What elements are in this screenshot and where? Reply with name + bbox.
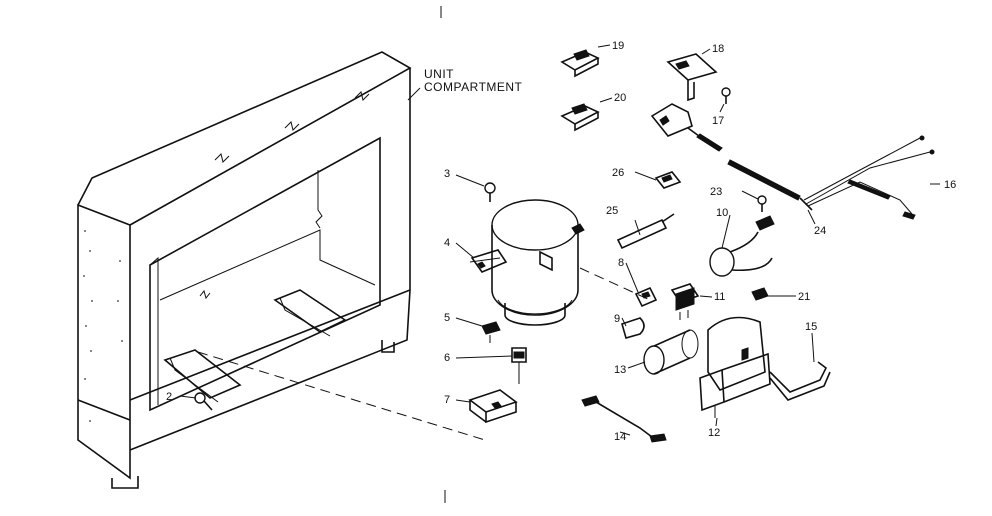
label-unit-line1: UNIT xyxy=(424,67,454,81)
label-part-2: 2 xyxy=(166,391,172,403)
label-part-18: 18 xyxy=(712,43,724,55)
label-part-25: 25 xyxy=(606,205,618,217)
label-part-4: 4 xyxy=(444,237,450,249)
part-14-lead-wire xyxy=(581,395,667,443)
label-unit-line2: COMPARTMENT xyxy=(424,80,523,94)
part-13-start-capacitor xyxy=(643,329,699,375)
part-10-capacitor xyxy=(709,215,775,277)
part-6-clip xyxy=(511,347,527,384)
mounting-guide-line xyxy=(197,351,486,441)
labels: UNIT COMPARTMENT 2 3 4 5 6 7 8 9 10 11 1… xyxy=(166,40,956,443)
label-part-19: 19 xyxy=(612,40,624,52)
part-26-clip xyxy=(654,171,682,189)
part-9-clamp xyxy=(621,317,645,339)
label-part-17: 17 xyxy=(712,115,724,127)
part-5-grommet xyxy=(481,321,501,343)
label-part-9: 9 xyxy=(614,313,620,325)
label-part-15: 15 xyxy=(805,321,817,333)
label-part-8: 8 xyxy=(618,257,624,269)
part-12-cover xyxy=(699,316,771,418)
part-4-bracket xyxy=(470,249,508,273)
part-17-screw xyxy=(721,87,731,104)
label-part-14: 14 xyxy=(614,431,626,443)
part-11-relay-block xyxy=(670,283,700,320)
label-part-6: 6 xyxy=(444,352,450,364)
part-15-bracket-wire xyxy=(769,361,831,401)
label-part-12: 12 xyxy=(708,427,720,439)
part-18-bracket xyxy=(666,53,718,102)
part-24-wiring-harness xyxy=(727,135,935,220)
compressor xyxy=(469,199,585,326)
part-19-relay xyxy=(560,49,600,78)
part-25-capacitor-tube xyxy=(616,213,675,250)
label-part-13: 13 xyxy=(614,364,626,376)
part-8-clip xyxy=(634,286,658,308)
label-part-24: 24 xyxy=(814,225,826,237)
label-part-5: 5 xyxy=(444,312,450,324)
mounting-guide-line xyxy=(579,267,651,301)
leader-lines xyxy=(179,44,940,436)
label-part-23: 23 xyxy=(710,186,722,198)
label-part-10: 10 xyxy=(716,207,728,219)
part-20-overload xyxy=(560,103,600,132)
label-part-16: 16 xyxy=(944,179,956,191)
label-part-21: 21 xyxy=(798,291,810,303)
part-3-screw xyxy=(484,182,496,202)
unit-compartment-housing xyxy=(77,51,421,489)
label-part-7: 7 xyxy=(444,394,450,406)
part-23-screw xyxy=(757,195,767,212)
part-7-mount-bracket xyxy=(468,389,518,424)
label-part-20: 20 xyxy=(614,92,626,104)
label-part-11: 11 xyxy=(714,291,725,303)
power-cord-plug xyxy=(650,103,723,152)
label-part-26: 26 xyxy=(612,167,624,179)
part-2-screw xyxy=(194,392,213,411)
label-part-3: 3 xyxy=(444,168,450,180)
part-21-terminal xyxy=(751,287,769,301)
